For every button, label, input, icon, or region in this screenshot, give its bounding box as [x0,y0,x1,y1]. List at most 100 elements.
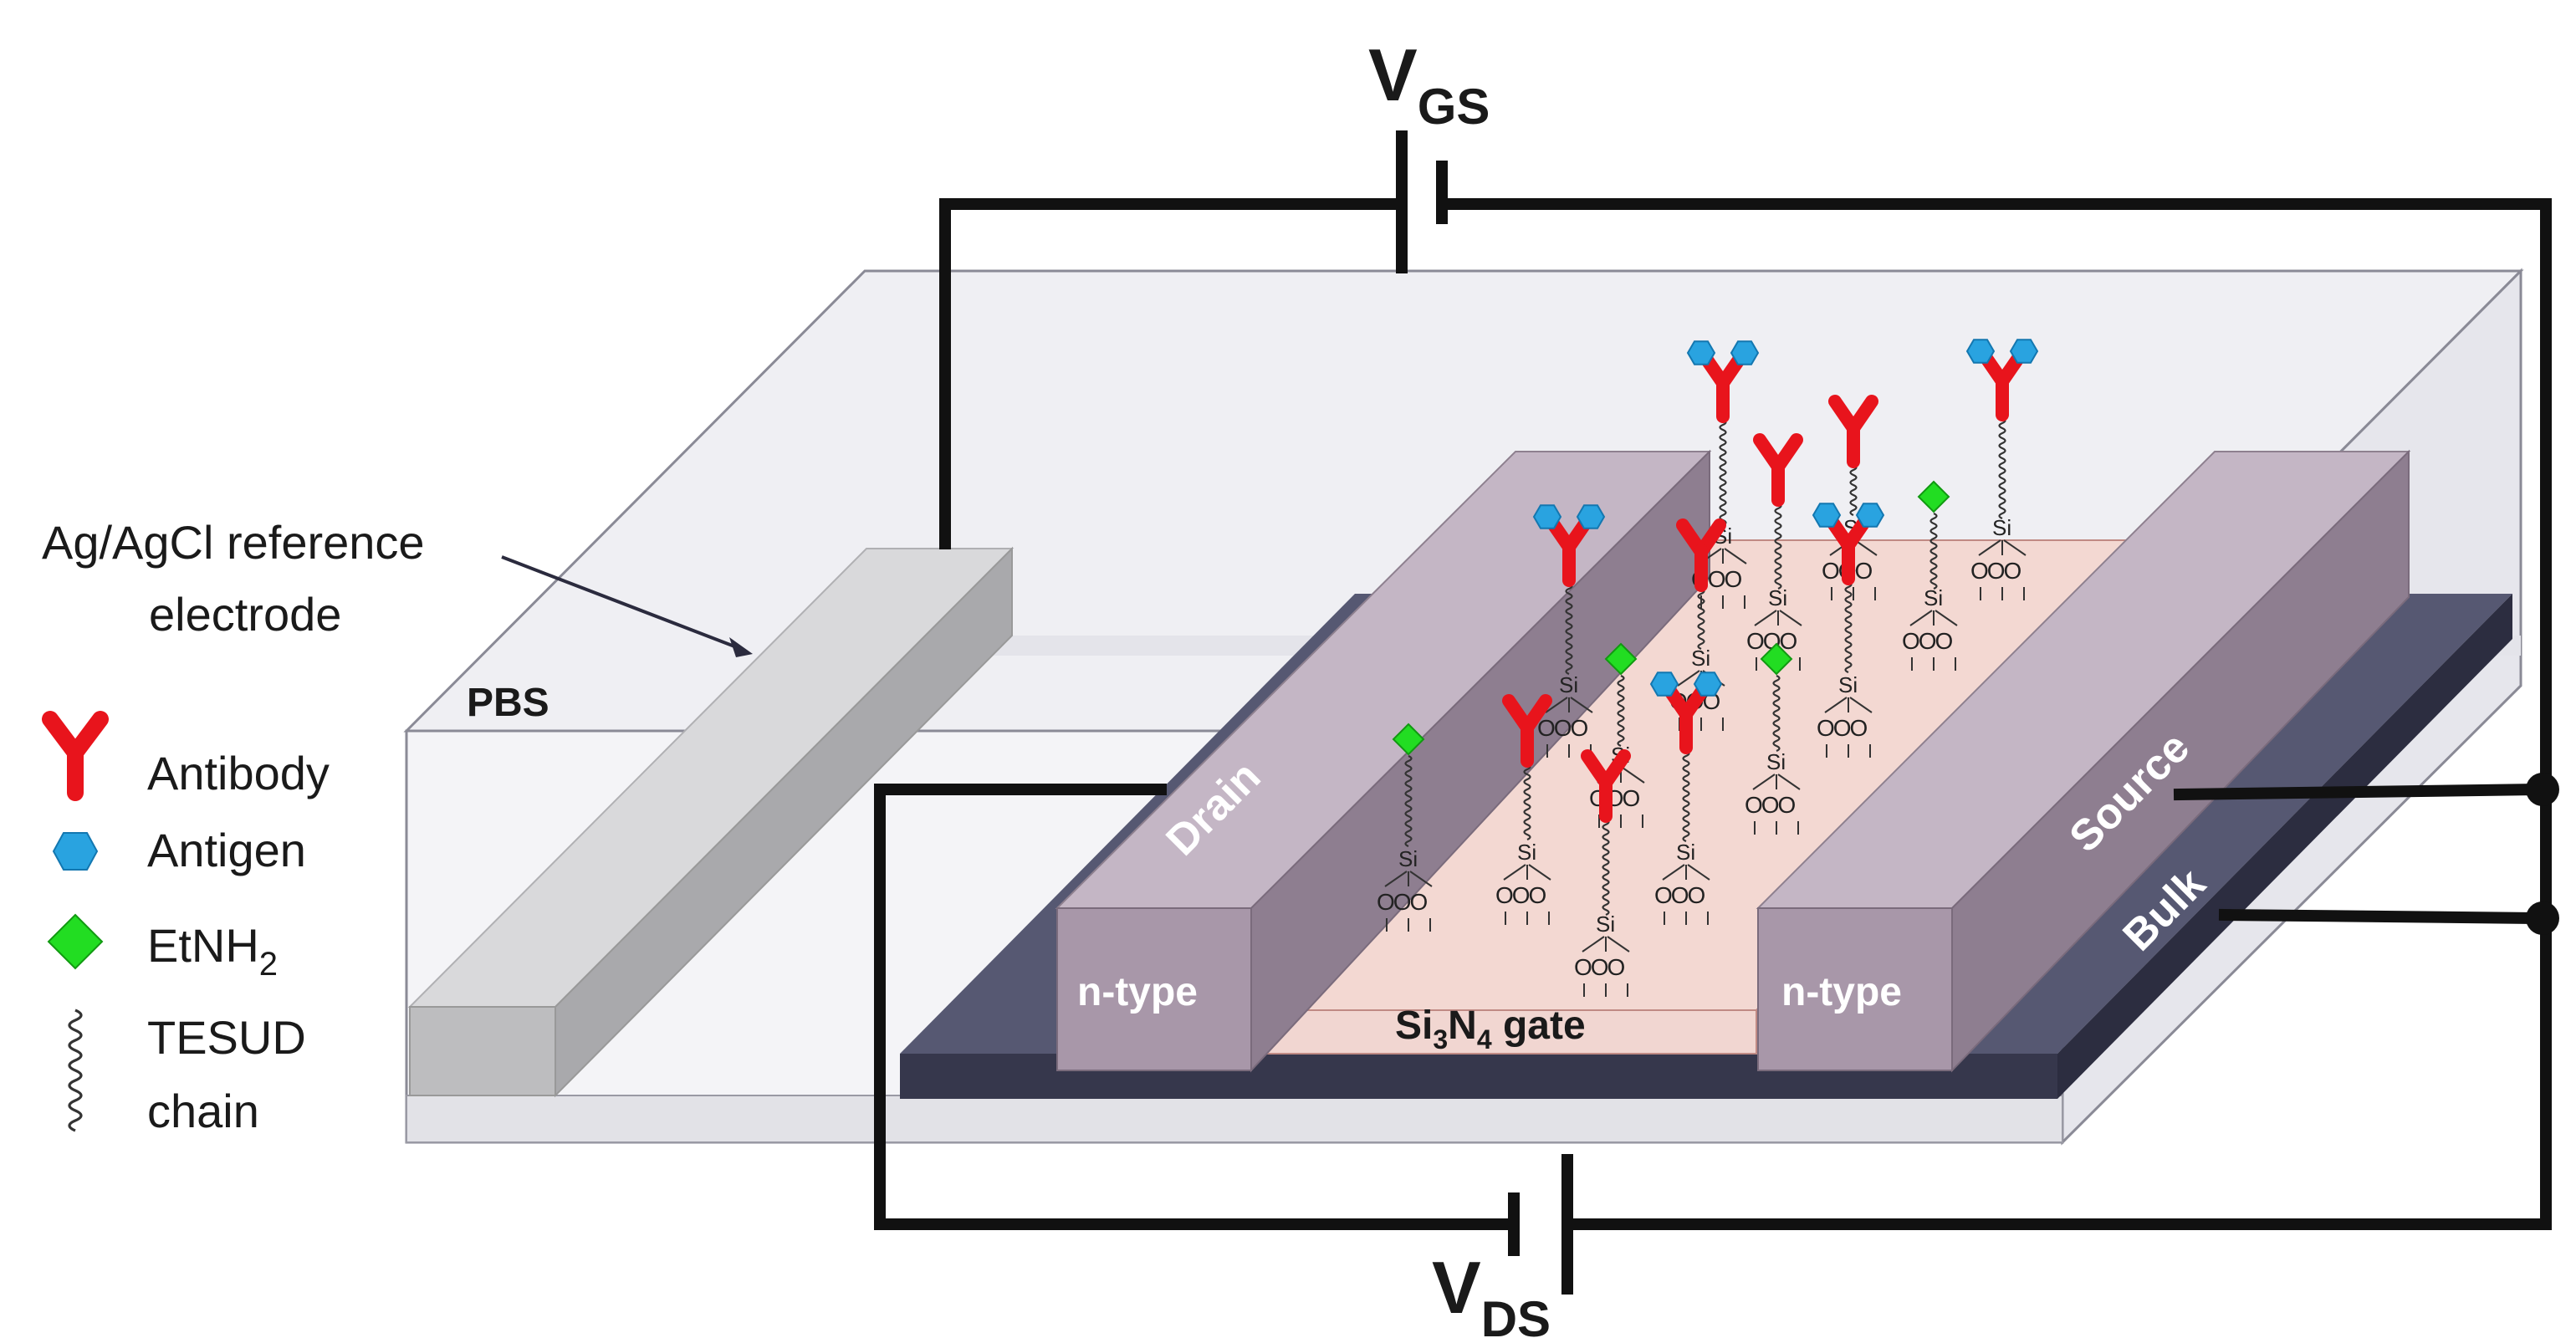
surface-bonds [1386,918,1431,932]
legend-tesud-label-line2: chain [147,1085,259,1137]
tesud-chain [1849,463,1858,517]
tesud-chain [1998,416,2006,520]
ooo-label: OOO [1745,792,1796,818]
tesud-chain-icon [68,1009,83,1132]
surface-bonds [1754,821,1799,835]
reference-electrode-bar [407,546,1015,1098]
surface-bonds [1598,815,1643,828]
tesud-chain [1523,763,1531,841]
tank-bottom-strip [406,1095,2063,1143]
si-label: Si [1559,672,1578,697]
source-electrode [1756,449,2411,1073]
surface-molecules: SiOOOSiOOOSiOOOSiOOOSiOOOSiOOOSiOOOSiOOO… [1377,339,2038,997]
antigen-icon [2010,339,2038,364]
tesud-chain [1565,582,1573,676]
source-junction [2526,773,2559,806]
legend-antigen-label: Antigen [147,824,306,876]
legend-antibody-label: Antibody [147,747,330,799]
antigen-icon [1577,504,1605,529]
tesud-chain [1602,818,1610,917]
ooo-label: OOO [1817,715,1868,741]
tesud-chain [1404,754,1413,848]
drain-electrode [1055,449,1712,1073]
antigen-icon [1966,339,1995,364]
tesud-chain [1844,580,1853,674]
surface-bonds [1583,983,1628,997]
tesud-chain [1774,502,1782,590]
si-bonds [1824,697,1873,713]
gate-region [1249,539,2217,1055]
si-bonds [1503,864,1551,881]
ooo-label: OOO [1654,882,1705,908]
antigen-icon [52,832,99,871]
si-label: Si [1766,749,1786,774]
tesud-chain [1719,418,1727,527]
si-label: Si [1992,515,2011,540]
si-label: Si [1398,846,1418,871]
si-bonds [1662,864,1710,881]
surface-bonds [1831,587,1876,600]
si-label: Si [1924,585,1943,610]
legend-tesud-label-line1: TESUD [147,1011,306,1064]
vgs-right-wire [1436,198,2552,1230]
surface-bonds [1911,657,1956,671]
legend: Antibody Antigen EtNH2 TESUD chain [42,711,330,1137]
etnh2-icon [47,913,104,970]
vgs-label: VGS [1368,33,1490,135]
si-bonds [1752,774,1801,790]
si-bonds [1754,610,1802,626]
antibody-icon [42,711,109,801]
ooo-label: OOO [1902,628,1953,654]
tesud-chain [1697,587,1705,651]
legend-etnh2-label: EtNH2 [147,919,278,983]
antigen-icon [1533,504,1561,529]
vds-label: VDS [1432,1246,1551,1338]
antigen-icon [1687,340,1715,365]
vds-left-wire [874,784,1520,1230]
tesud-chain [1682,749,1690,843]
n-type-right-label: n-type [1781,970,1902,1014]
si-bonds [1384,871,1433,887]
si-bonds [1978,539,2027,556]
source-wire [2173,783,2546,801]
bulk-wire [2218,908,2546,925]
si-label: Si [1676,840,1695,865]
tesud-chain [1772,674,1781,753]
si-label: Si [1768,585,1787,610]
si-bonds [1582,936,1630,952]
surface-bonds [1664,912,1709,925]
si-bonds [1545,697,1593,713]
antigen-icon [1856,503,1884,528]
antigen-icon [1730,340,1759,365]
si-bonds [1909,610,1958,626]
ooo-label: OOO [1537,715,1588,741]
ooo-label: OOO [1970,558,2021,584]
antigen-icon [1650,672,1679,697]
gate-label: Si3N4 gate [1395,1004,1586,1055]
surface-bonds [1980,587,2025,600]
si-label: Si [1691,646,1710,671]
ooo-label: OOO [1574,954,1625,980]
reference-label-line2: electrode [149,588,341,641]
antigen-icon [1812,503,1841,528]
n-type-left-label: n-type [1077,970,1198,1014]
bulk-junction [2526,901,2559,935]
circuit-wires [874,130,2559,1295]
surface-bonds [1826,744,1871,758]
si-label: Si [1517,840,1536,865]
tesud-chain [1929,512,1938,590]
pbs-label: PBS [467,681,549,725]
si-label: Si [1838,672,1858,697]
ooo-label: OOO [1495,882,1546,908]
surface-bonds [1505,912,1550,925]
